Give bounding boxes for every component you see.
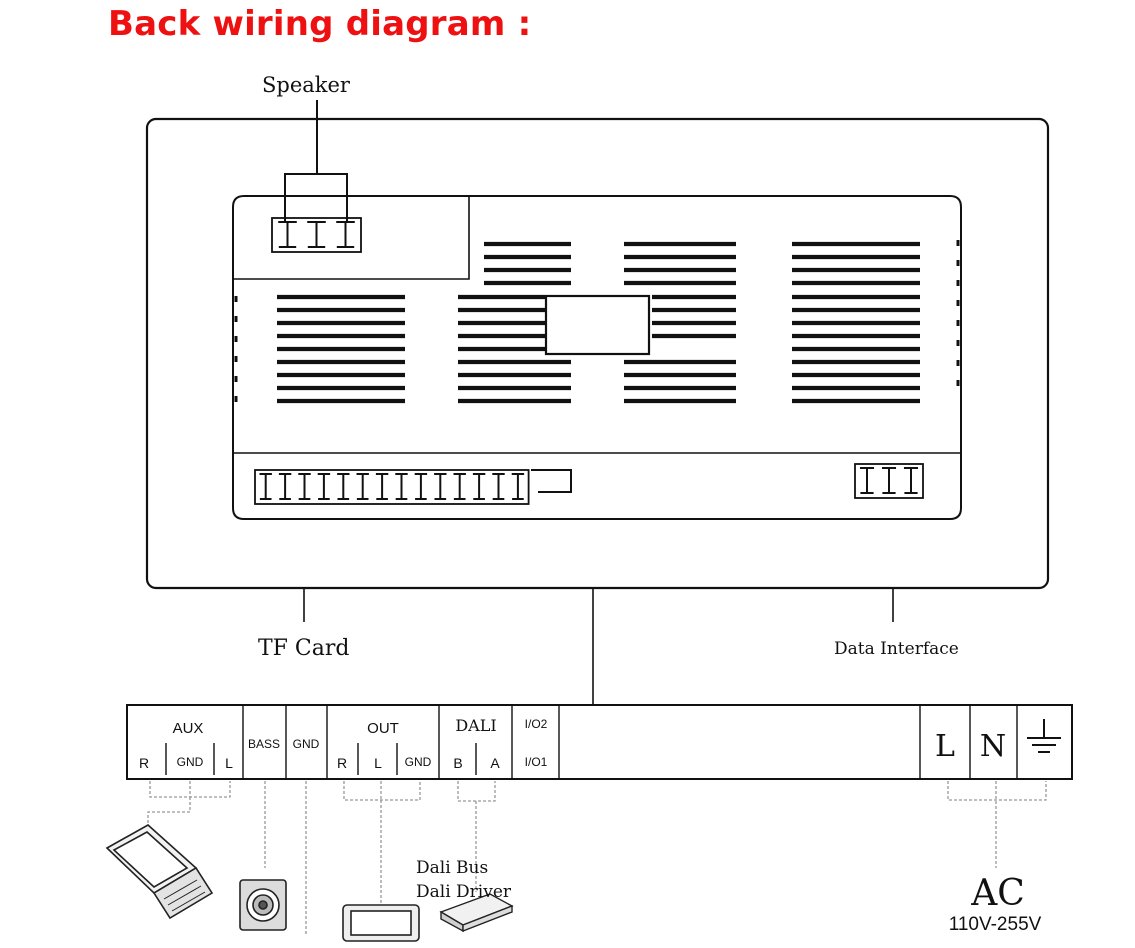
display-module (544, 294, 651, 356)
vent-group-1 (277, 294, 405, 404)
bottom-connector-pin (395, 473, 408, 500)
vent-group-2 (458, 241, 571, 404)
right-connector-pin (859, 467, 875, 494)
speaker-connector (271, 217, 362, 253)
touch-panel-icon (342, 904, 420, 942)
gnd-label: GND (293, 737, 320, 751)
aux-pin-l: L (225, 755, 233, 771)
bottom-connector-pin (472, 473, 486, 500)
bottom-connector-pin (492, 473, 505, 500)
ac-label: AC (970, 873, 1025, 914)
dali-driver-label: Dali Driver (416, 882, 512, 902)
dali-driver-icon (439, 893, 514, 933)
power-pin-n: N (980, 729, 1006, 764)
vent-group-3 (624, 241, 736, 404)
io2-label: I/O2 (525, 717, 548, 731)
dali-bus-label: Dali Bus (416, 858, 488, 878)
speaker-connector-pin (336, 221, 355, 248)
bass-label: BASS (248, 737, 280, 751)
speaker-connector-pin (307, 221, 326, 248)
ac-range-label: 110V-255V (949, 914, 1042, 935)
bottom-connector-pin (278, 473, 292, 500)
pcb-board (232, 195, 962, 520)
aux-label: AUX (173, 720, 204, 737)
bottom-connector-pin (414, 473, 428, 500)
bottom-connector-pin (375, 473, 389, 500)
tf-card-label: TF Card (258, 636, 349, 661)
out-pin-gnd: GND (405, 755, 432, 769)
dali-pin-a: A (490, 755, 500, 771)
terminal-labels: AUX R GND L BASS GND OUT R L GND DALI B … (139, 716, 1061, 771)
terminal-block (126, 704, 1073, 780)
ground-icon (1027, 719, 1061, 753)
speaker-connector-pin (278, 221, 297, 248)
bottom-connector-pin (259, 473, 272, 500)
out-pin-l: L (374, 755, 382, 771)
bottom-connector-pin (434, 473, 447, 500)
dali-label: DALI (455, 716, 496, 735)
bottom-connector-pin (337, 473, 350, 500)
laptop-icon (105, 824, 214, 920)
speaker-lead (284, 100, 348, 222)
bottom-connector-pin (356, 473, 369, 500)
right-connector-pin (903, 467, 919, 494)
dashed-wires (147, 781, 1047, 935)
bottom-connector-pin (298, 473, 311, 500)
device-housing (145, 117, 1050, 590)
bottom-terminal-connector (254, 469, 530, 505)
page-title: Back wiring diagram : (108, 4, 532, 44)
io1-label: I/O1 (525, 755, 548, 769)
right-terminal-connector (854, 463, 924, 499)
vent-group-4 (792, 241, 920, 404)
subwoofer-icon (239, 879, 287, 931)
speaker-label: Speaker (262, 73, 351, 97)
aux-pin-r: R (139, 755, 149, 771)
out-label: OUT (367, 720, 399, 737)
bottom-connector-pin (317, 473, 331, 500)
out-pin-r: R (337, 755, 347, 771)
right-connector-pin (881, 467, 897, 494)
data-interface-label: Data Interface (834, 639, 959, 659)
tf-card-slot (531, 469, 572, 493)
bottom-connector-pin (453, 473, 466, 500)
dali-pin-b: B (453, 755, 462, 771)
aux-pin-gnd: GND (177, 755, 204, 769)
power-pin-l: L (935, 729, 955, 764)
bottom-connector-pin (511, 473, 525, 500)
